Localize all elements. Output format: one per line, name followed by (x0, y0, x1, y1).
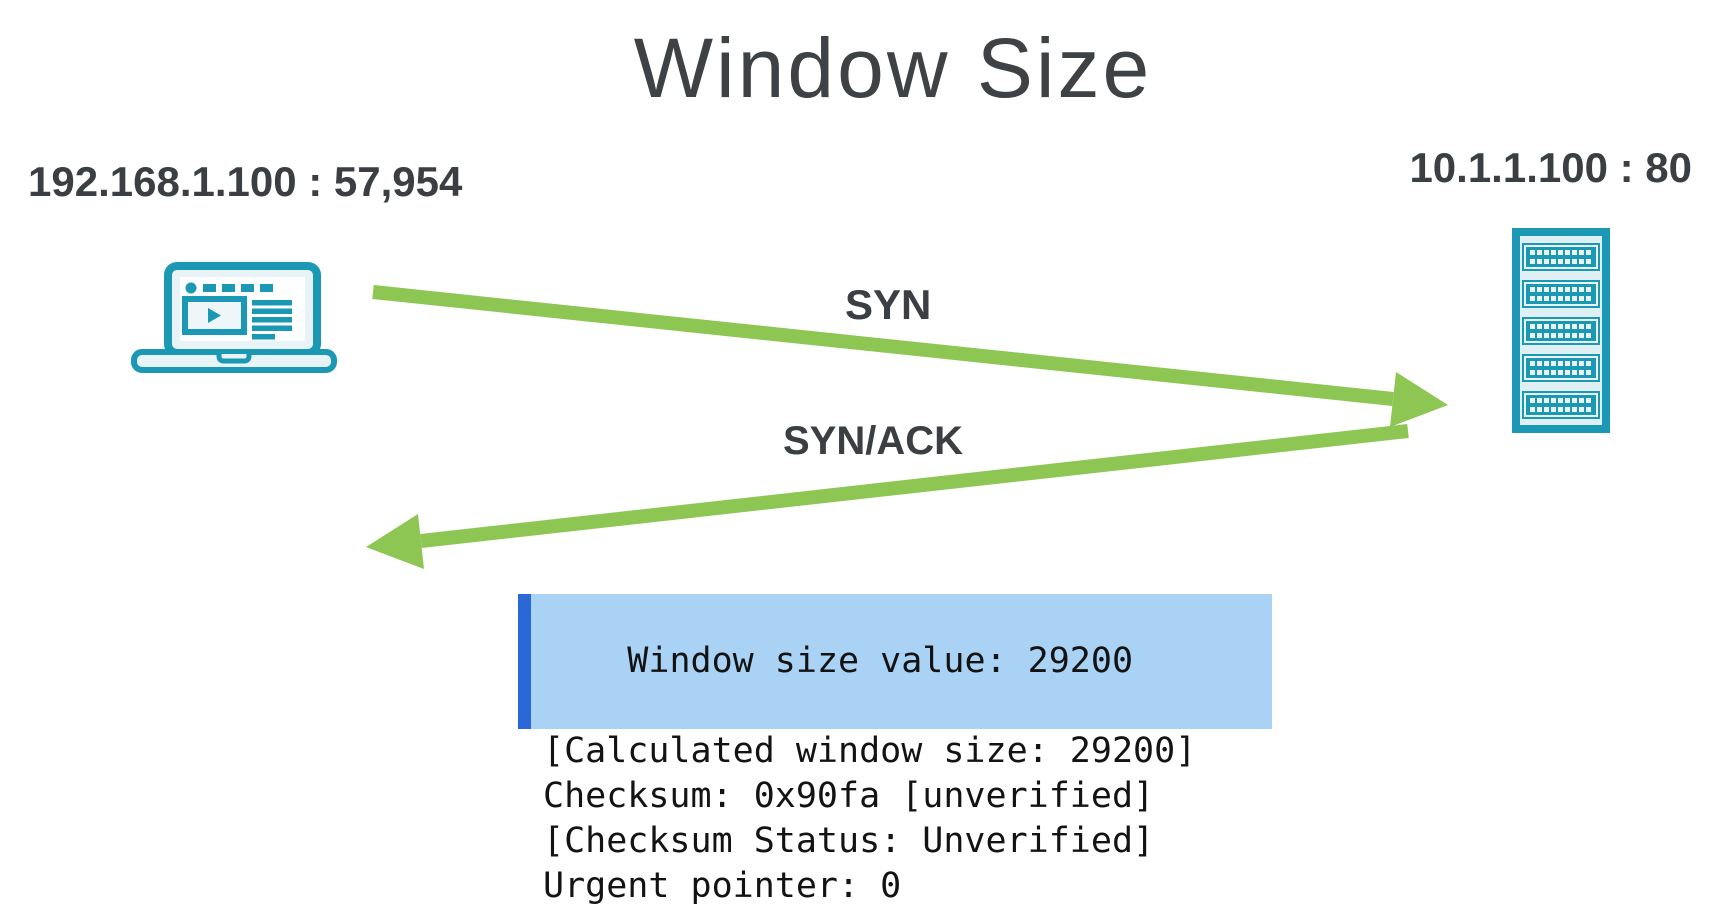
server-slots (1522, 243, 1600, 419)
packet-line: Urgent pointer: 0 (543, 866, 902, 906)
synack-arrow (366, 424, 1409, 569)
packet-line: [Calculated window size: 29200] (543, 731, 1197, 771)
client-address-label: 192.168.1.100 : 57,954 (28, 158, 463, 205)
packet-line: [Checksum Status: Unverified] (543, 821, 1155, 861)
syn-arrow (372, 285, 1448, 427)
packet-line-selected: Window size value: 29200 (518, 594, 1272, 729)
packet-details-panel: Window size value: 29200 [Calculated win… (518, 594, 1272, 909)
server-address-label: 10.1.1.100 : 80 (1409, 144, 1692, 191)
selection-bar (518, 594, 531, 729)
syn-label: SYN (845, 281, 932, 328)
page-title: Window Size (633, 21, 1153, 115)
server-icon (1512, 228, 1610, 433)
packet-line-text: Window size value: 29200 (627, 641, 1134, 681)
laptop-icon (131, 262, 337, 373)
handshake-arrows (366, 285, 1448, 569)
synack-label: SYN/ACK (783, 419, 964, 463)
packet-line: Checksum: 0x90fa [unverified] (543, 776, 1155, 816)
